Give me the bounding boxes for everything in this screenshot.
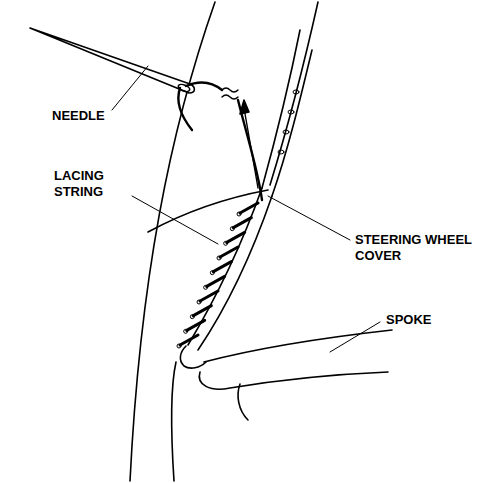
lace-hole (204, 285, 208, 289)
lace-hole (177, 344, 181, 348)
cover-seam (188, 188, 262, 345)
stitch (220, 247, 238, 257)
rim-lower-edge (172, 362, 176, 481)
part-label: LACING STRING (54, 168, 124, 200)
rim-inner-edge (270, 2, 318, 185)
part-label: SPOKE (386, 312, 466, 328)
stitch (207, 276, 225, 286)
lace-hole (288, 110, 294, 114)
lacing-string (238, 100, 262, 200)
lace-hole (224, 241, 228, 245)
break-mark (222, 95, 238, 99)
lace-hole (230, 227, 234, 231)
lacing-string (186, 83, 222, 90)
leader-line (132, 196, 218, 244)
cover-edge (272, 50, 312, 196)
part-label: STEERING WHEEL COVER (355, 232, 480, 264)
lacing-string (179, 88, 193, 130)
lace-hole (190, 315, 194, 319)
stitches (180, 203, 258, 345)
stitch (193, 306, 211, 316)
needle (30, 28, 194, 93)
lace-hole (293, 90, 299, 94)
spoke (238, 384, 248, 420)
stitch (200, 291, 218, 301)
spoke (204, 330, 392, 362)
lace-hole (217, 256, 221, 260)
part-label: NEEDLE (52, 108, 122, 124)
stitch (240, 203, 258, 213)
lace-hole (283, 130, 289, 134)
lace-hole (210, 271, 214, 275)
stitch (213, 262, 231, 272)
stitch (187, 320, 205, 330)
lace-hole (237, 212, 241, 216)
cover-edge (198, 196, 272, 350)
lacing-holes (177, 90, 299, 348)
lace-hole (278, 150, 284, 154)
leader-line (268, 196, 350, 240)
stitch (180, 335, 198, 345)
spoke-joint (180, 346, 206, 368)
stitch (227, 232, 245, 242)
leader-line (112, 66, 148, 110)
lace-hole (197, 300, 201, 304)
cover-edge (262, 30, 300, 188)
break-mark (222, 88, 238, 92)
cover-top-edge (148, 190, 268, 232)
stitch (233, 218, 251, 228)
leader-line (330, 322, 380, 352)
lace-hole (184, 329, 188, 333)
pull-arrow-head (240, 100, 249, 114)
pull-arrow (244, 108, 258, 188)
spoke (199, 372, 388, 389)
